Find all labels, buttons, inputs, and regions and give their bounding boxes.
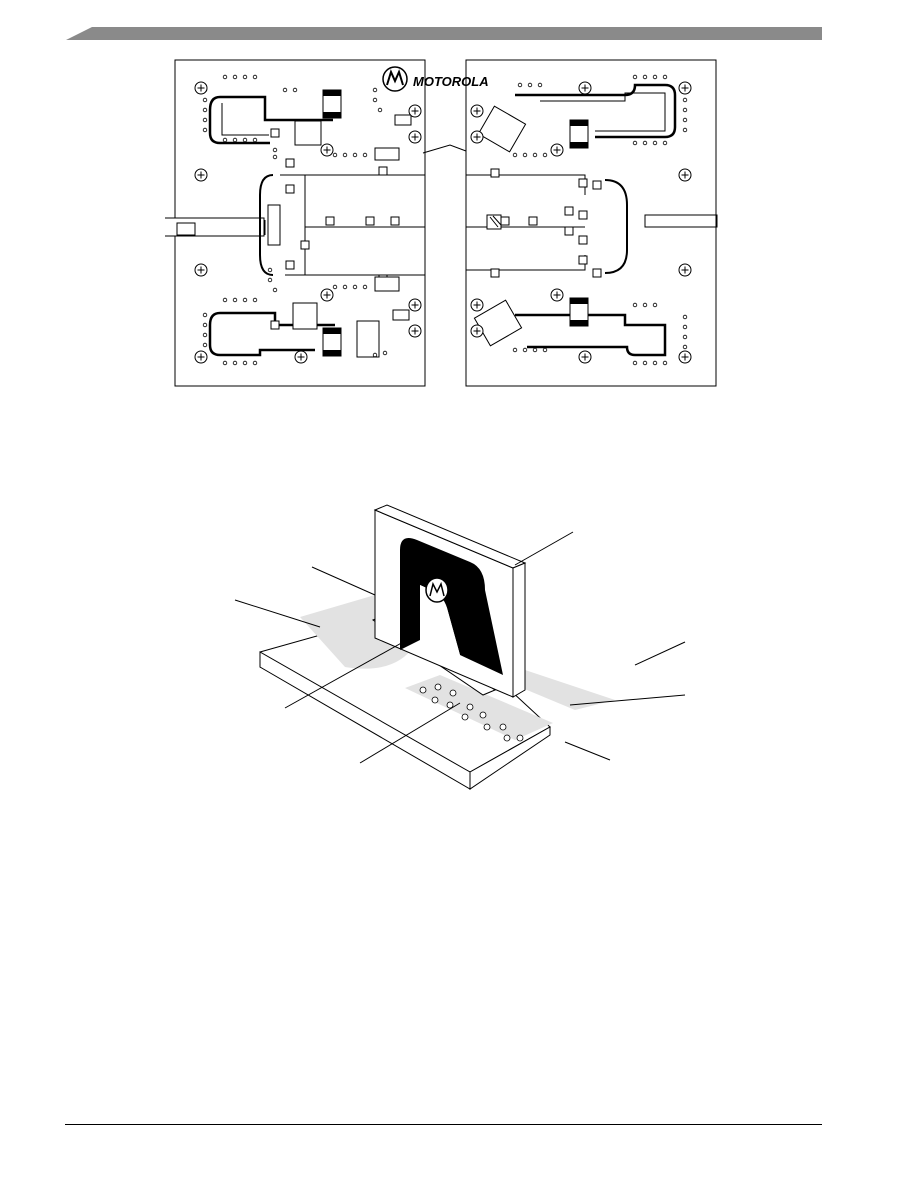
capacitor-group (322, 89, 589, 357)
transistor-q2 (292, 302, 318, 330)
module-package (400, 537, 503, 675)
leader-lines (234, 531, 686, 764)
motorola-batwing-icon (382, 66, 408, 92)
transistor-q1 (294, 120, 322, 146)
transistor-q3 (477, 105, 527, 153)
brand-name: MOTOROLA (413, 74, 489, 89)
motorola-batwing-icon (425, 577, 449, 603)
header-band (66, 27, 822, 40)
footer-rule (65, 1124, 822, 1125)
pcb-right-board (465, 59, 717, 387)
header-bar (66, 27, 822, 40)
output-connector-strip (644, 214, 718, 228)
pcb-layout-drawing: MOTOROLA (165, 59, 718, 387)
via-holes (419, 683, 524, 742)
mounting-isometric-figure (234, 504, 686, 790)
